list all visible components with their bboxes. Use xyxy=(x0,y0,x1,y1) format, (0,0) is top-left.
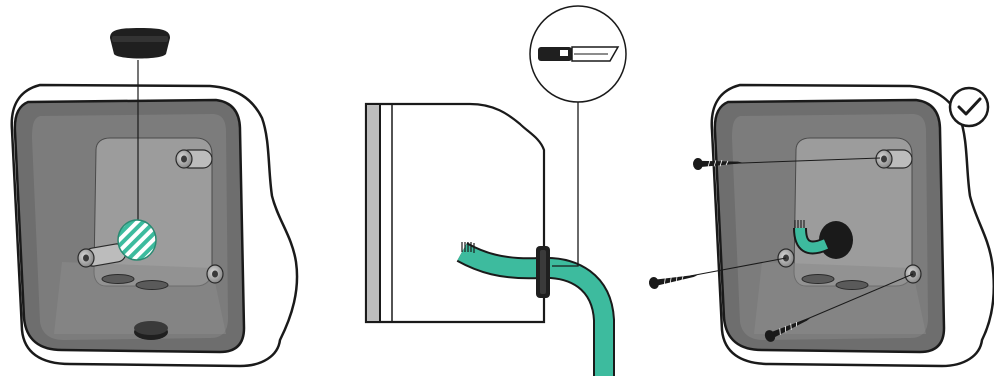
grommet-icon xyxy=(536,246,550,298)
step-1-panel xyxy=(12,28,297,366)
grommet-icon xyxy=(134,321,168,340)
hatched-hole-icon xyxy=(118,220,156,260)
screw-icon xyxy=(648,269,698,289)
mounting-boss-right xyxy=(207,265,223,283)
callout-leader xyxy=(552,98,578,266)
check-icon xyxy=(950,88,988,126)
utility-knife-icon xyxy=(538,47,618,61)
step-2-panel xyxy=(366,6,626,376)
grommet-icon xyxy=(110,28,170,59)
mounting-boss-top-right xyxy=(876,150,912,168)
step-3-panel xyxy=(648,85,994,366)
floor-hole-2 xyxy=(836,281,868,290)
floor-hole-1 xyxy=(802,275,834,284)
cavity-floor xyxy=(754,262,926,334)
floor-hole-1 xyxy=(102,275,134,284)
housing-side-edge xyxy=(366,104,380,322)
mounting-boss-top-right xyxy=(176,150,212,168)
floor-hole-2 xyxy=(136,281,168,290)
